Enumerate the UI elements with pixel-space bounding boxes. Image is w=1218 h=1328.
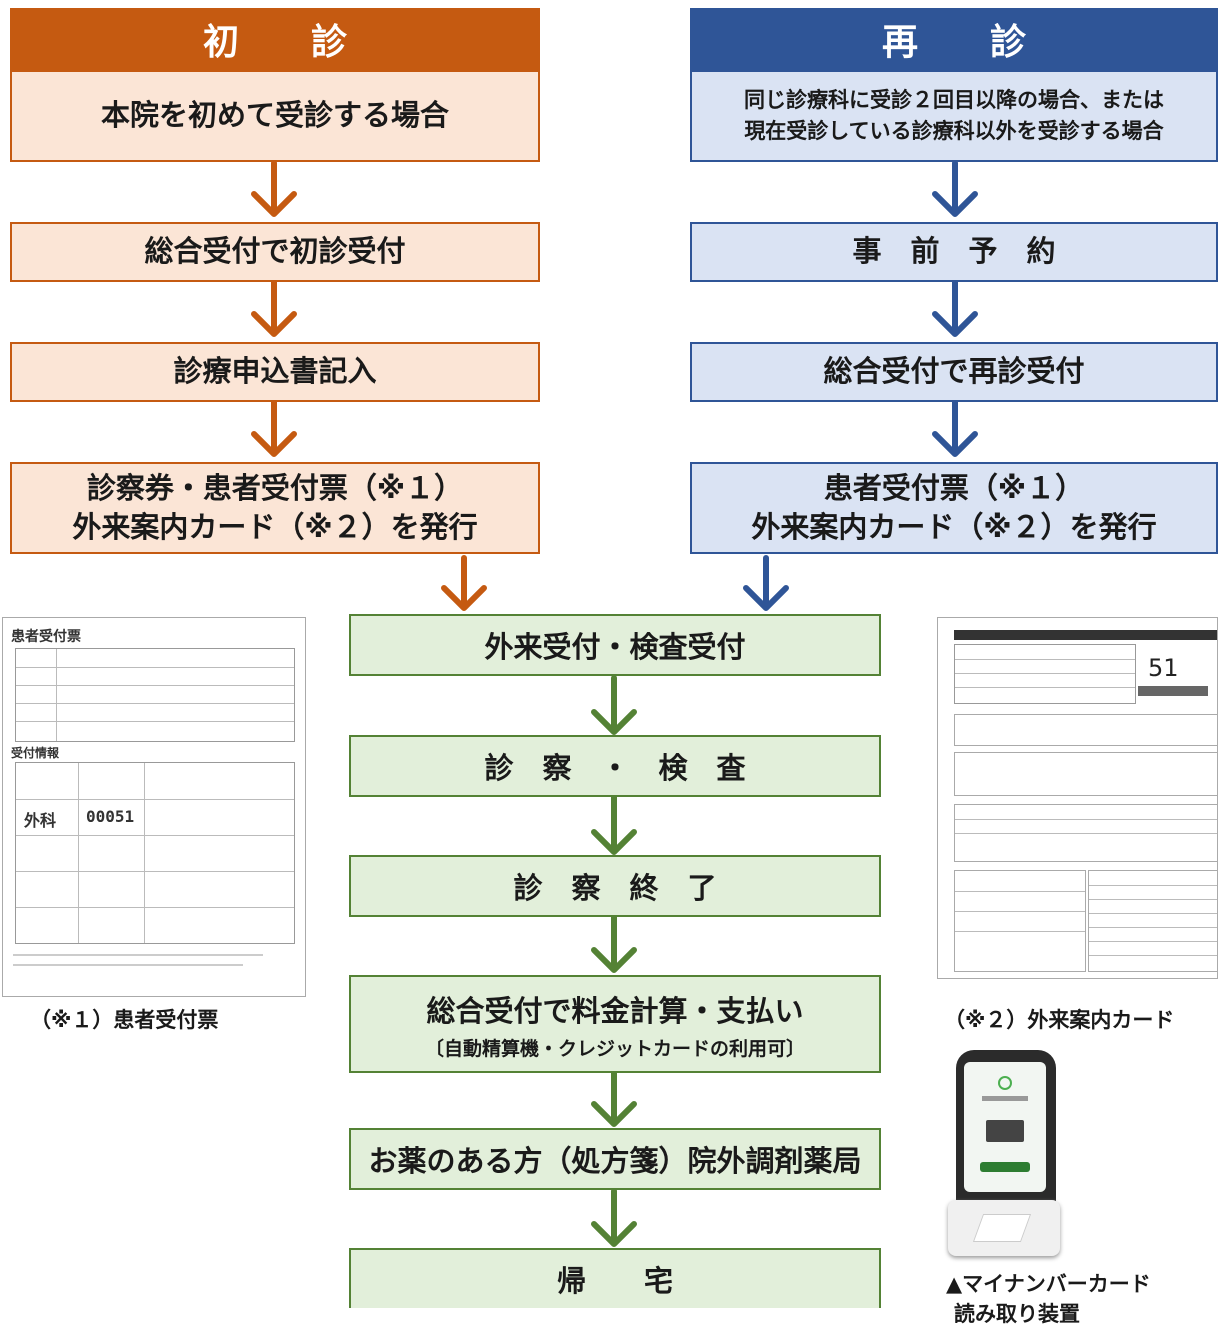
arrow-revisit-3 — [932, 399, 978, 457]
card-number: 51 — [1148, 654, 1179, 682]
first-step-3: 診療申込書記入 — [10, 342, 540, 402]
arrow-revisit-1 — [932, 160, 978, 217]
first-step-4: 診察券・患者受付票（※１） 外来案内カード（※２）を発行 — [10, 462, 540, 554]
arrow-common-3 — [591, 913, 637, 973]
common-step-4: 総合受付で料金計算・支払い 〔自動精算機・クレジットカードの利用可〕 — [349, 975, 881, 1073]
first-step-1-text: 本院を初めて受診する場合 — [100, 98, 449, 133]
common-step-6-text: 帰 宅 — [556, 1264, 673, 1298]
arrow-common-1 — [591, 675, 637, 735]
common-step-2-text: 診 察 ・ 検 査 — [484, 751, 746, 785]
first-step-4-line1: 診察券・患者受付票（※１） — [86, 470, 464, 505]
slip-title: 患者受付票 — [11, 629, 81, 645]
revisit-step-2: 事 前 予 約 — [690, 222, 1218, 282]
arrow-common-4 — [591, 1070, 637, 1127]
common-step-3-text: 診 察 終 了 — [513, 871, 717, 905]
arrow-first-2 — [251, 279, 297, 337]
reader-caption-line2: 読み取り装置 — [954, 1302, 1080, 1326]
first-step-4-line2: 外来案内カード（※２）を発行 — [72, 510, 478, 544]
common-step-5-text: お薬のある方（処方箋）院外調剤薬局 — [368, 1144, 862, 1178]
common-step-5: お薬のある方（処方箋）院外調剤薬局 — [349, 1128, 881, 1190]
revisit-step-4-line1: 患者受付票（※１） — [823, 470, 1085, 505]
revisit-step-1-line2: 現在受診している診療科以外を受診する場合 — [744, 119, 1164, 143]
slip-body-table: 外科 00051 — [15, 762, 295, 944]
common-step-1: 外来受付・検査受付 — [349, 614, 881, 676]
slip-subtitle: 受付情報 — [11, 746, 60, 760]
slip-header-table — [15, 648, 295, 742]
patient-slip-image: 患者受付票 受付情報 外科 00051 — [2, 617, 306, 997]
common-step-1-text: 外来受付・検査受付 — [484, 630, 746, 664]
arrow-common-2 — [591, 794, 637, 855]
common-step-3: 診 察 終 了 — [349, 855, 881, 917]
first-step-2: 総合受付で初診受付 — [10, 222, 540, 282]
slip-dept: 外科 — [24, 811, 57, 830]
common-step-6: 帰 宅 — [349, 1248, 881, 1308]
mynumber-reader-image — [938, 1050, 1060, 1262]
first-step-2-text: 総合受付で初診受付 — [144, 234, 406, 269]
revisit-step-1: 同じ診療科に受診２回目以降の場合、または 現在受診している診療科以外を受診する場… — [690, 70, 1218, 162]
outpatient-card-image: 51 — [937, 617, 1218, 979]
revisit-step-4: 患者受付票（※１） 外来案内カード（※２）を発行 — [690, 462, 1218, 554]
note2-caption: （※２）外来案内カード — [944, 1008, 1175, 1032]
revisit-step-3-text: 総合受付で再診受付 — [823, 354, 1085, 389]
common-step-4-text: 総合受付で料金計算・支払い — [426, 993, 804, 1028]
revisit-header-text: 再 診 — [881, 22, 1026, 63]
arrow-revisit-4 — [743, 555, 789, 611]
slip-number: 00051 — [86, 807, 135, 826]
arrow-common-5 — [591, 1188, 637, 1247]
reader-caption-line1: ▲マイナンバーカード — [946, 1272, 1151, 1296]
arrow-first-1 — [251, 160, 297, 217]
common-step-2: 診 察 ・ 検 査 — [349, 735, 881, 797]
revisit-header: 再 診 — [690, 8, 1218, 70]
revisit-step-2-text: 事 前 予 約 — [852, 234, 1056, 269]
first-visit-header-text: 初 診 — [202, 22, 347, 63]
revisit-step-3: 総合受付で再診受付 — [690, 342, 1218, 402]
first-step-1: 本院を初めて受診する場合 — [10, 70, 540, 162]
note1-caption: （※１）患者受付票 — [30, 1008, 219, 1032]
first-step-3-text: 診療申込書記入 — [173, 354, 377, 389]
first-visit-header: 初 診 — [10, 8, 540, 70]
common-step-4-note: 〔自動精算機・クレジットカードの利用可〕 — [424, 1037, 805, 1060]
arrow-first-4 — [441, 555, 487, 611]
revisit-step-1-line1: 同じ診療科に受診２回目以降の場合、または — [744, 87, 1164, 112]
revisit-step-4-line2: 外来案内カード（※２）を発行 — [751, 510, 1157, 544]
arrow-first-3 — [251, 399, 297, 457]
arrow-revisit-2 — [932, 279, 978, 337]
